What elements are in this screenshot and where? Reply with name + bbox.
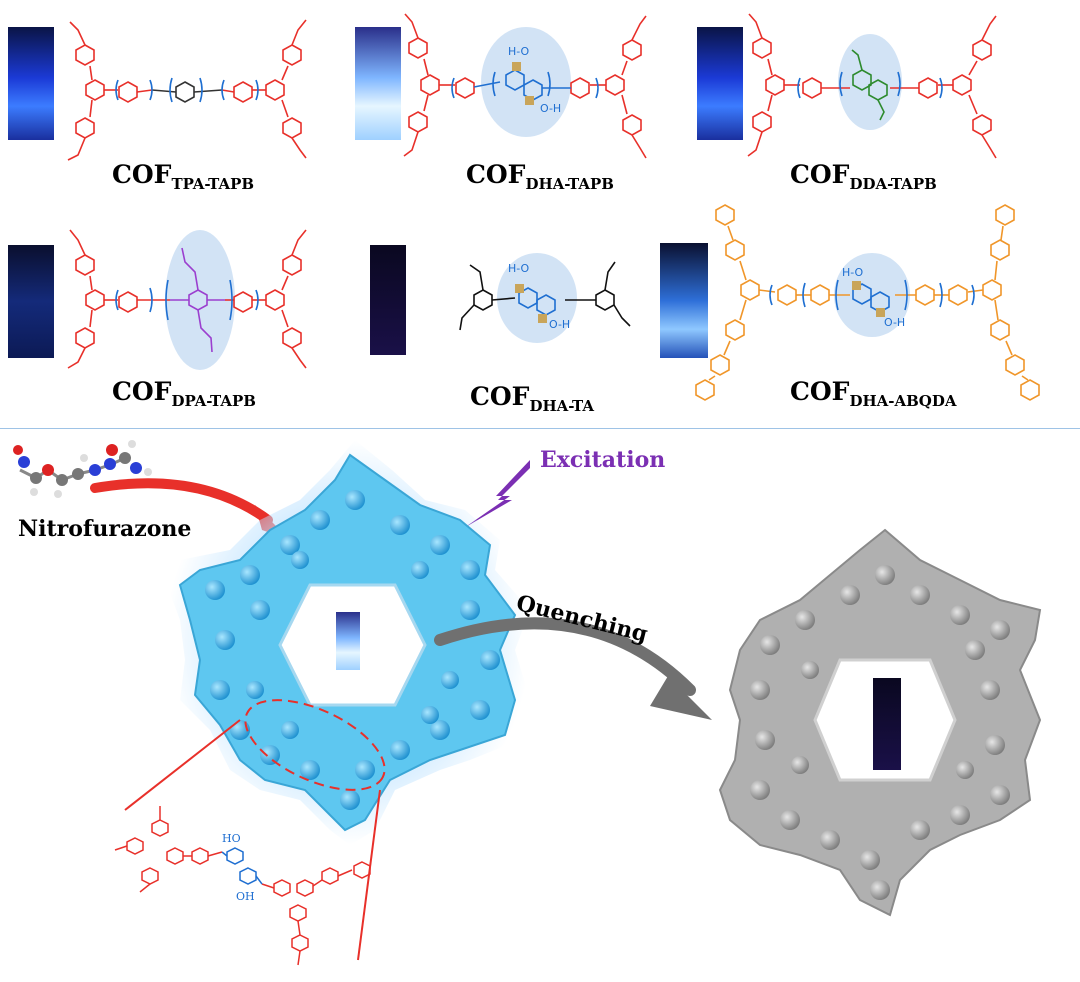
lock-icon: [512, 62, 521, 71]
lock-icon: [525, 96, 534, 105]
vial-cof-emissive: [336, 612, 360, 670]
excitation-label: Excitation: [540, 447, 666, 473]
vial-dha-abqda: [660, 243, 708, 358]
vial-cof-quenched: [873, 678, 901, 770]
nitrofurazone-molecule: [13, 440, 152, 498]
quench-arrow: [434, 617, 696, 696]
lock-icon: [876, 308, 885, 317]
hydroxyl-top: HO: [222, 832, 241, 845]
label-cof-dpa-tapb: COFDPA-TAPB: [112, 377, 256, 410]
label-cof-tpa-tapb: COFTPA-TAPB: [112, 160, 255, 193]
label-o-h-bottom: O-H: [540, 102, 561, 115]
label-cof-dda-tapb: COFDDA-TAPB: [790, 160, 937, 193]
hydroxyl-bottom: OH: [236, 890, 255, 903]
lock-icon: [515, 284, 524, 293]
panel-dpa-tapb: [8, 229, 307, 370]
panel-dha-ta: H-O O-H: [370, 245, 631, 355]
label-h-o: H-O: [508, 262, 530, 275]
lock-icon: [852, 281, 861, 290]
label-o-h: O-H: [549, 318, 570, 331]
nitrofurazone-label: Nitrofurazone: [18, 516, 192, 542]
panel-dha-abqda: H-O O-H: [660, 204, 1040, 401]
label-h-o-top: H-O: [508, 45, 530, 58]
vial-tpa-tapb: [8, 27, 54, 140]
panel-tpa-tapb: [8, 19, 307, 161]
vial-dha-tapb: [355, 27, 401, 140]
lock-icon: [538, 314, 547, 323]
cof-framework-quenched: [718, 528, 1042, 917]
quench-arrowhead: [650, 676, 712, 720]
panel-dha-tapb: H-O O-H: [355, 13, 647, 159]
panel-dda-tapb: [697, 13, 997, 159]
label-h-o: H-O: [842, 266, 864, 279]
linkage-structure: HO OH: [114, 806, 371, 966]
label-cof-dha-ta: COFDHA-TA: [470, 382, 594, 415]
cof-framework-glowing: [165, 440, 530, 845]
vial-dpa-tapb: [8, 245, 54, 358]
vial-dha-ta: [370, 245, 406, 355]
label-cof-dha-abqda: COFDHA-ABQDA: [790, 377, 957, 410]
label-o-h: O-H: [884, 316, 905, 329]
section-divider: [0, 428, 1080, 429]
vial-dda-tapb: [697, 27, 743, 140]
label-cof-dha-tapb: COFDHA-TAPB: [466, 160, 614, 193]
zoom-line-left: [124, 719, 241, 811]
zoom-ellipse: [244, 699, 386, 791]
analyte-arrow: [90, 478, 273, 525]
